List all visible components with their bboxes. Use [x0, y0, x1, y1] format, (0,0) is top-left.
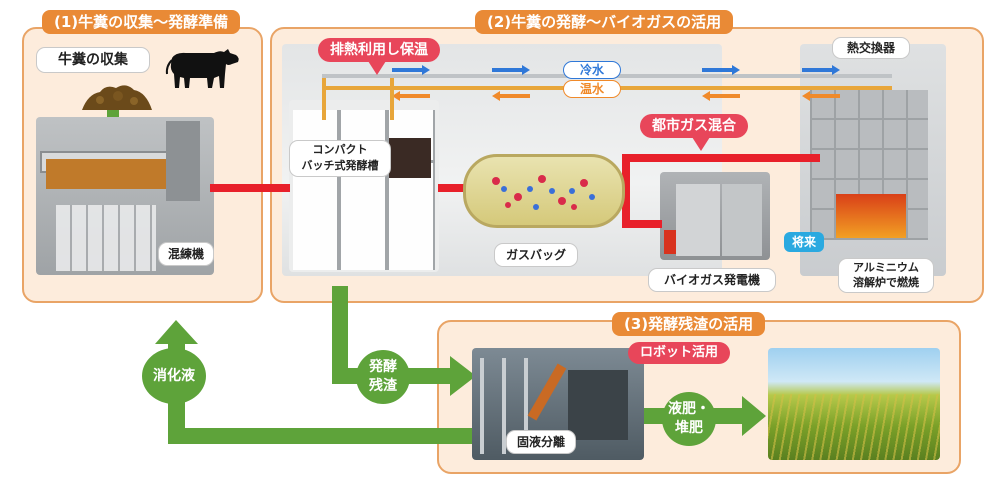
fertilizer-bubble: 液肥・堆肥 — [662, 392, 716, 446]
robot-tag: ロボット活用 — [628, 342, 731, 364]
separation-label: 固液分離 — [506, 430, 576, 454]
residue-bubble: 発酵残渣 — [356, 350, 410, 404]
heat-exchanger-label: 熱交換器 — [832, 37, 910, 59]
furnace-label: アルミニウム 溶解炉で燃焼 — [838, 258, 934, 293]
gas-molecules-icon — [492, 175, 595, 210]
city-gas-mix-tag: 都市ガス混合 — [640, 114, 748, 138]
heat-tag-pointer — [368, 61, 386, 75]
hot-water-label: 温水 — [563, 80, 621, 98]
future-tag: 将来 — [784, 232, 824, 252]
cold-water-label: 冷水 — [563, 61, 621, 79]
collect-label: 牛糞の収集 — [36, 47, 150, 73]
generator-photo — [660, 172, 770, 260]
tank-photo — [289, 100, 439, 272]
gas-tag-pointer — [692, 137, 710, 151]
cow-icon — [165, 49, 239, 88]
heat-exchanger-photo — [800, 44, 946, 276]
digestate-bubble: 消化液 — [142, 348, 206, 404]
heat-reuse-tag: 排熱利用し保温 — [318, 38, 440, 62]
rice-field-photo — [768, 348, 940, 460]
mixer-label: 混練機 — [158, 242, 214, 266]
tank-label: コンパクト バッチ式発酵槽 — [289, 140, 391, 177]
gasbag-label: ガスバッグ — [494, 243, 578, 267]
gasbag-image — [463, 154, 625, 228]
section2-title: (2)牛糞の発酵〜バイオガスの活用 — [475, 10, 734, 34]
generator-label: バイオガス発電機 — [648, 268, 776, 292]
manure-pile-icon — [82, 85, 152, 110]
section1-title: (1)牛糞の収集〜発酵準備 — [42, 10, 241, 34]
section3-title: (3)発酵残渣の活用 — [612, 312, 766, 336]
separation-photo — [472, 348, 644, 460]
